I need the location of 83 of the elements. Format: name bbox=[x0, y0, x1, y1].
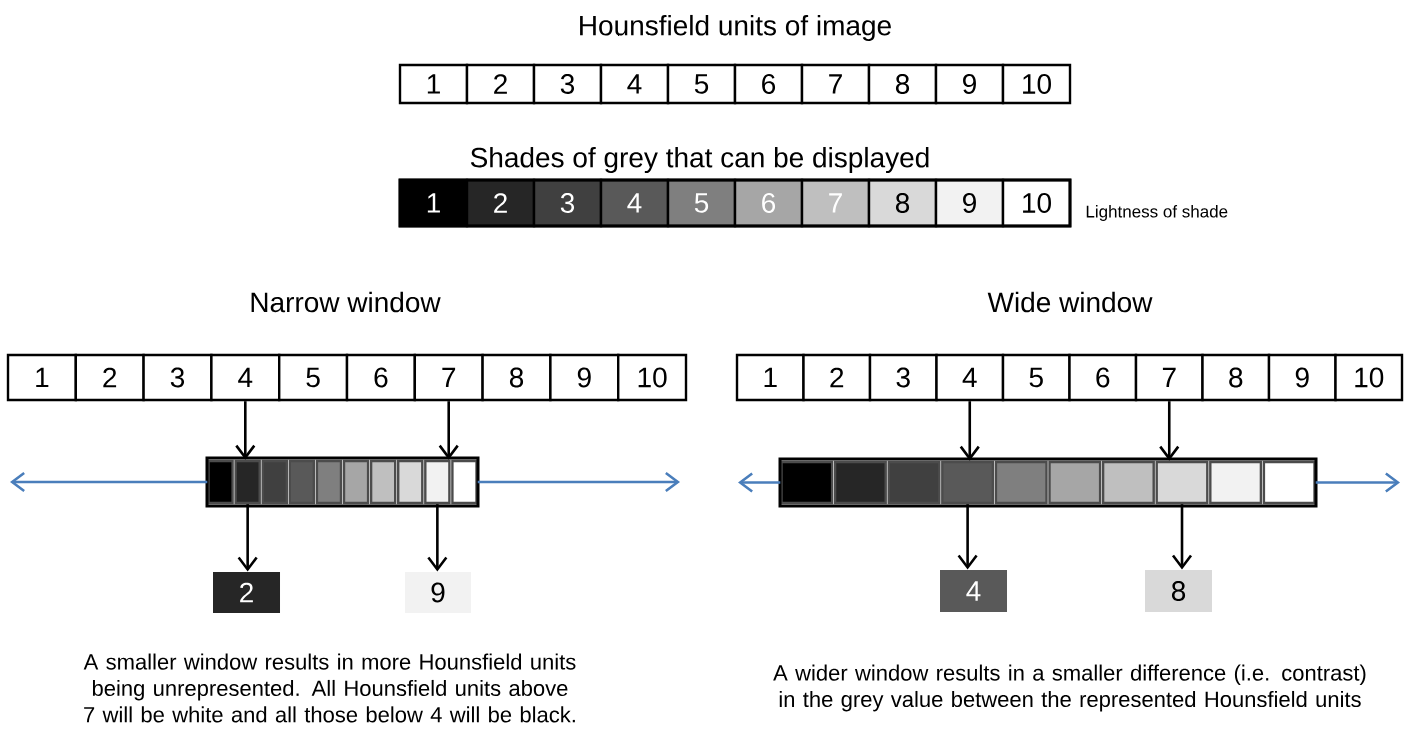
window-bar-cell bbox=[451, 459, 478, 505]
number-cell: 3 bbox=[532, 63, 603, 105]
heading: Hounsfield units of image bbox=[580, 14, 891, 42]
number-cell: 10 bbox=[1001, 63, 1072, 105]
arrow bbox=[427, 504, 448, 572]
shade-cell: 10 bbox=[1001, 178, 1072, 228]
shade-cell: 9 bbox=[934, 178, 1005, 228]
number-cell: 1 bbox=[6, 353, 77, 402]
window-bar-cell bbox=[342, 459, 370, 505]
window-bar-cell bbox=[315, 459, 343, 505]
number-cell: 4 bbox=[935, 353, 1005, 402]
window-bar-cell bbox=[941, 460, 995, 505]
number-cell: 4 bbox=[599, 63, 670, 105]
heading: Shades of grey that can be displayed bbox=[470, 146, 929, 174]
shade-cell: 4 bbox=[599, 178, 670, 228]
shade-cell: 3 bbox=[532, 178, 603, 228]
heading: Narrow window bbox=[251, 291, 441, 313]
arrow bbox=[1159, 401, 1180, 461]
window-bar-cell bbox=[288, 459, 316, 505]
number-cell: 2 bbox=[74, 353, 145, 402]
shade-cell: 1 bbox=[398, 178, 469, 228]
arrow bbox=[1171, 504, 1193, 570]
output-shade-box: 9 bbox=[405, 572, 471, 613]
window-bar-cell bbox=[1101, 460, 1155, 505]
window-bar-cell bbox=[887, 460, 941, 505]
number-cell: 4 bbox=[210, 353, 281, 402]
shade-cell: 2 bbox=[465, 178, 536, 228]
shade-cell: 5 bbox=[666, 178, 737, 228]
range-arrow bbox=[477, 471, 680, 493]
number-cell: 2 bbox=[465, 63, 536, 105]
number-cell: 5 bbox=[666, 63, 737, 105]
output-shade-box: 2 bbox=[213, 572, 280, 613]
window-bar-cell bbox=[234, 459, 261, 505]
range-arrow bbox=[10, 471, 208, 493]
output-shade-box: 8 bbox=[1145, 570, 1212, 612]
arrow bbox=[957, 504, 978, 570]
number-cell: 8 bbox=[481, 353, 552, 402]
range-arrow bbox=[738, 472, 781, 493]
heading: Wide window bbox=[987, 291, 1153, 313]
window-bar-cell bbox=[1262, 460, 1316, 505]
shade-cell: 7 bbox=[800, 178, 871, 228]
side-note: Lightness of shade bbox=[1086, 205, 1228, 221]
explanation-text: A smaller window results in more Hounsfield units being unrepresented. All Hounsfield units above 7 will be white and all those below 4 will be black. bbox=[83, 653, 576, 723]
number-cell: 7 bbox=[413, 353, 484, 402]
number-cell: 5 bbox=[1001, 353, 1071, 402]
number-cell: 8 bbox=[1201, 353, 1271, 402]
number-cell: 3 bbox=[142, 353, 213, 402]
arrow bbox=[237, 504, 258, 572]
window-bar-cell bbox=[833, 460, 887, 505]
window-bar-cell bbox=[1209, 460, 1263, 505]
number-cell: 3 bbox=[868, 353, 938, 402]
window-bar-cell bbox=[397, 459, 424, 505]
arrow bbox=[959, 401, 980, 461]
window-bar-cell bbox=[1155, 460, 1209, 505]
number-cell: 2 bbox=[802, 353, 872, 402]
number-cell: 10 bbox=[617, 353, 688, 402]
window-bar-cell bbox=[1048, 460, 1102, 505]
output-shade-box: 4 bbox=[940, 570, 1007, 612]
number-cell: 10 bbox=[1334, 353, 1404, 402]
arrow bbox=[438, 401, 459, 460]
number-cell: 7 bbox=[800, 63, 871, 105]
number-cell: 6 bbox=[345, 353, 416, 402]
number-cell: 6 bbox=[733, 63, 804, 105]
range-arrow bbox=[1315, 472, 1400, 493]
number-cell: 8 bbox=[867, 63, 938, 105]
window-bar-cell bbox=[780, 460, 834, 505]
number-cell: 9 bbox=[934, 63, 1005, 105]
window-bar-cell bbox=[207, 459, 234, 505]
number-cell: 7 bbox=[1134, 353, 1204, 402]
arrow bbox=[235, 401, 256, 460]
number-cell: 6 bbox=[1068, 353, 1138, 402]
number-cell: 9 bbox=[549, 353, 620, 402]
explanation-text: A wider window results in a smaller difference (i.e. contrast) in the grey value between the represented Hounsfield units bbox=[773, 664, 1366, 712]
shade-cell: 6 bbox=[733, 178, 804, 228]
shade-cell: 8 bbox=[867, 178, 938, 228]
window-bar-cell bbox=[994, 460, 1048, 505]
window-bar-cell bbox=[261, 459, 288, 505]
number-cell: 1 bbox=[398, 63, 469, 105]
number-cell: 1 bbox=[735, 353, 805, 402]
window-bar-cell bbox=[424, 459, 451, 505]
number-cell: 5 bbox=[278, 353, 349, 402]
window-bar-cell bbox=[369, 459, 397, 505]
number-cell: 9 bbox=[1267, 353, 1337, 402]
